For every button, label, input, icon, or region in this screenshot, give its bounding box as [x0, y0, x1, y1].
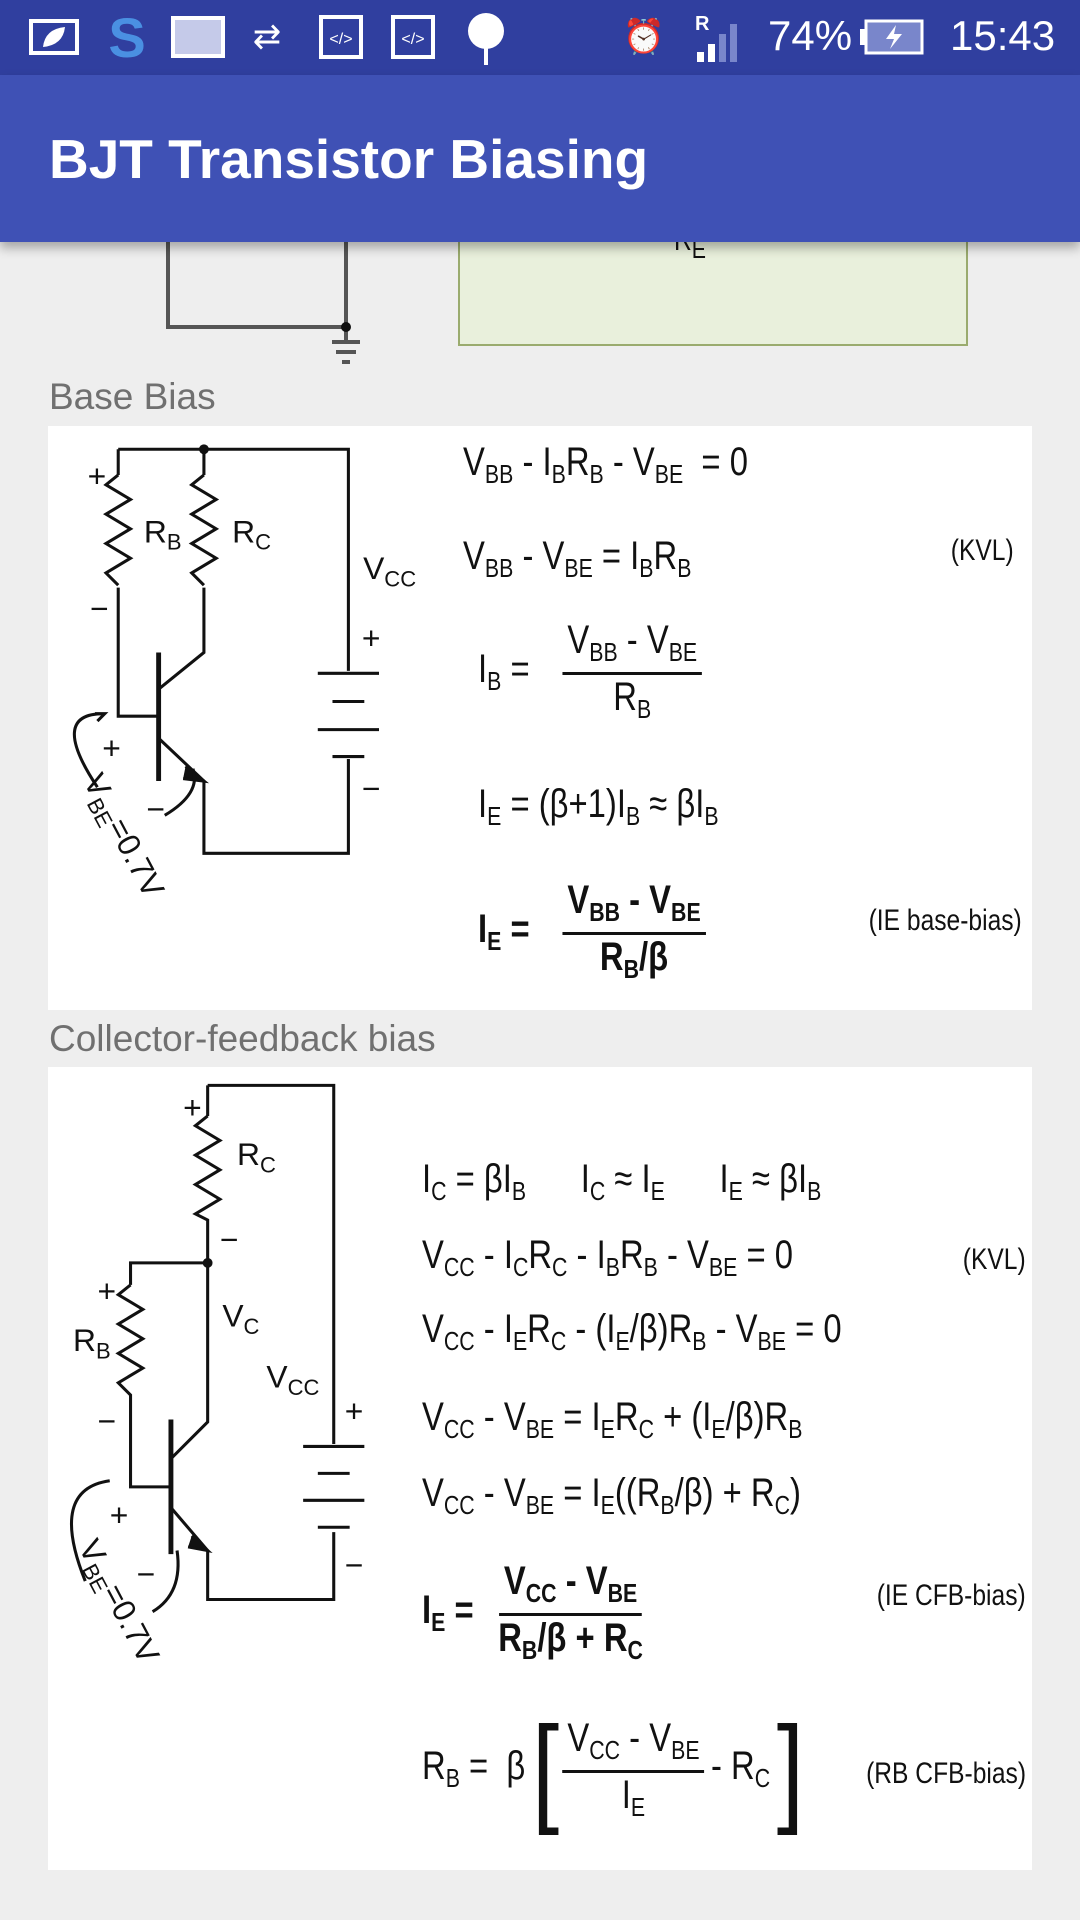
base-bias-figure: + RB RC − VCC + − + − VBE=0.7V VBB - IBR… [48, 426, 1032, 1010]
rc-label: RC [237, 1136, 276, 1177]
roaming-signal-icon: R [693, 13, 751, 62]
page-title: BJT Transistor Biasing [49, 128, 649, 190]
vbe-minus: − [146, 791, 165, 827]
vcc-plus: + [362, 620, 381, 656]
rc-resistor [169, 1114, 223, 1460]
partial-figure-box: RE [458, 224, 968, 346]
partial-figure: RE [160, 224, 980, 372]
rb-plus: + [97, 1273, 116, 1309]
collector-feedback-circuit: + RC − + RB − VC VCC + − + − VBE=0.7V [67, 1083, 365, 1672]
formula-text: IB = [478, 646, 530, 696]
gallery-icon [170, 14, 226, 60]
collector-feedback-figure: + RC − + RB − VC VCC + − + − VBE=0.7V IC… [48, 1067, 1032, 1870]
rb-minus: − [90, 590, 109, 626]
data-transfer-icon: ⇄ [252, 18, 282, 56]
equation-kvl-1: VBB - IBRB - VBE = 0 [463, 440, 748, 489]
battery-percent: 74% [768, 12, 853, 59]
rc-plus: + [183, 1089, 202, 1125]
battery-saver-icon [24, 14, 82, 60]
equation-ie-approx: IE = (β+1)IB ≈ βIB [478, 782, 719, 831]
formula-text: VCC - VBE [562, 1716, 705, 1773]
tag-rb-cfb: (RB CFB-bias) [866, 1757, 1026, 1790]
tag-ie-base-bias: (IE base-bias) [868, 904, 1022, 937]
status-bar: S ⇄ </> </> ⏰ R 74% 15:43 [0, 0, 1080, 75]
equation-substituted: VCC - IERC - (IE/β)RB - VBE = 0 [422, 1307, 842, 1356]
formula-text: VBB - VBE [562, 878, 706, 935]
rc-minus: − [220, 1222, 239, 1258]
tag-kvl: (KVL) [951, 534, 1014, 567]
formula-text: IE [621, 1772, 646, 1822]
s-app-icon: S [108, 5, 146, 69]
vcc-minus: − [345, 1547, 364, 1583]
vcc-label: VCC [266, 1359, 319, 1400]
formula-text: IE = [478, 906, 530, 956]
battery-charging-icon [858, 14, 926, 60]
vbe-label: VBE=0.7V [72, 767, 172, 906]
rb-resistor [103, 473, 134, 587]
rc-label: RC [232, 513, 271, 554]
clock: 15:43 [950, 12, 1056, 59]
vbe-plus: + [110, 1497, 129, 1533]
rb-resistor [115, 1283, 171, 1489]
vbe-plus: + [102, 730, 121, 766]
android-debug-icon [464, 13, 508, 65]
formula-text: RB = β [422, 1744, 526, 1793]
vcc-label: VCC [363, 550, 416, 591]
svg-text:</>: </> [401, 31, 424, 48]
tag-kvl: (KVL) [963, 1243, 1026, 1276]
app-bar: BJT Transistor Biasing [0, 75, 1080, 242]
equation-factored: VCC - VBE = IE((RB/β) + RC) [422, 1471, 801, 1520]
formula-text: RB/β [599, 935, 669, 984]
vcc-minus: − [362, 770, 381, 806]
formula-text: IE = [422, 1587, 474, 1637]
svg-text:</>: </> [329, 31, 352, 48]
formula-text: - RC [711, 1744, 771, 1793]
equation-currents: IC = βIB IC ≈ IE IE ≈ βIB [422, 1157, 822, 1206]
formula-text: RB/β + RC [498, 1616, 643, 1665]
section-title-collector-feedback: Collector-feedback bias [49, 1018, 436, 1059]
code-icon: </> [390, 14, 436, 60]
base-bias-circuit: + RB RC − VCC + − + − VBE=0.7V [72, 444, 416, 906]
vbe-minus: − [137, 1556, 156, 1592]
tag-ie-cfb: (IE CFB-bias) [877, 1579, 1026, 1612]
formula-text: VBB - VBE [562, 618, 703, 675]
rb-minus: − [97, 1403, 116, 1439]
partial-circuit [166, 242, 360, 364]
rb-label: RB [73, 1322, 111, 1363]
equation-kvl-2: VBB - VBE = IBRB [463, 534, 692, 583]
vbe-label: VBE=0.7V [67, 1533, 167, 1672]
code-icon: </> [318, 14, 364, 60]
equation-rearranged: VCC - VBE = IERC + (IE/β)RB [422, 1395, 803, 1444]
vc-label: VC [222, 1298, 259, 1339]
equation-kvl: VCC - ICRC - IBRB - VBE = 0 [422, 1233, 793, 1282]
alarm-icon: ⏰ [622, 18, 666, 56]
svg-text:R: R [695, 13, 710, 35]
rc-resistor [188, 473, 220, 587]
vcc-plus: + [345, 1393, 364, 1429]
formula-text: VCC - VBE [498, 1559, 643, 1616]
rb-plus: + [88, 458, 107, 494]
section-title-base-bias: Base Bias [49, 376, 216, 417]
formula-text: RB [613, 675, 652, 724]
rb-label: RB [144, 513, 182, 554]
